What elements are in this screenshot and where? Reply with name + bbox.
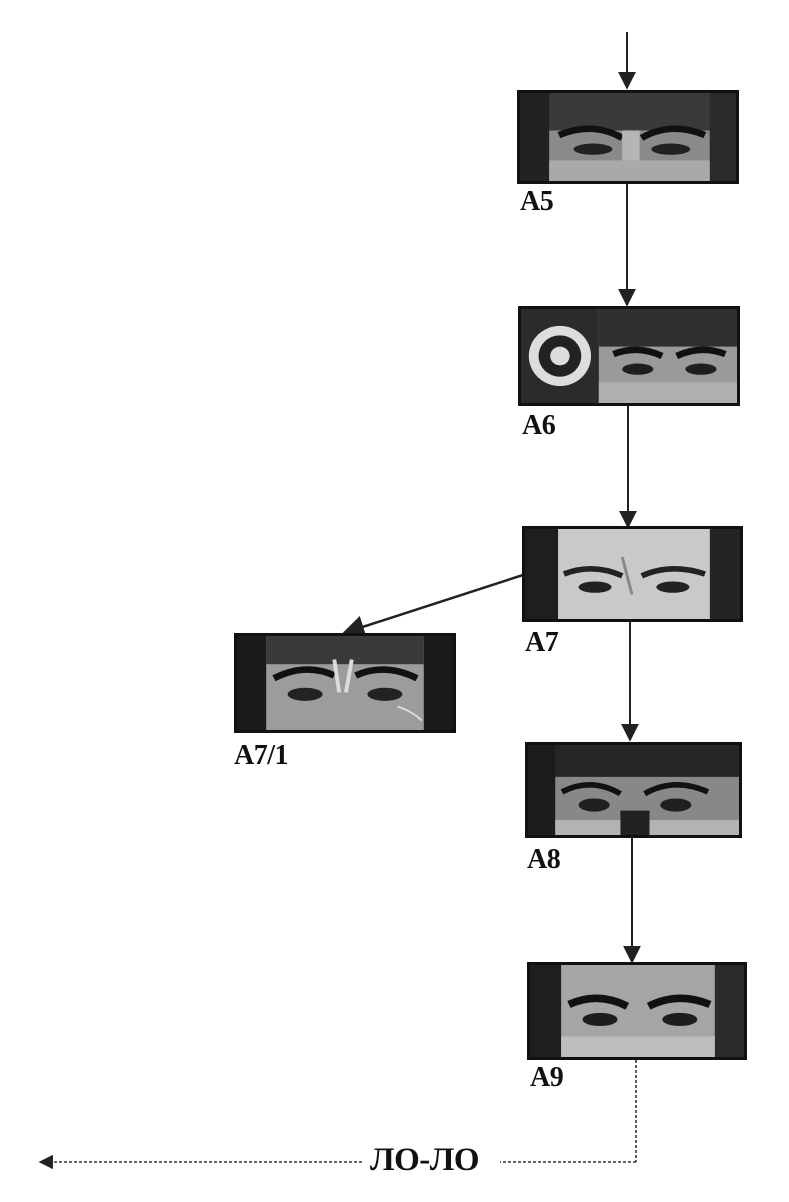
eye-photo-a7	[522, 526, 743, 622]
node-label-a6: A6	[522, 410, 556, 441]
node-label-a7: A7	[525, 627, 559, 658]
terminal-label-lolo: ЛО-ЛО	[370, 1142, 480, 1178]
node-label-a7-1: A7/1	[234, 740, 289, 771]
eye-photo-a9	[527, 962, 747, 1060]
node-label-a8: A8	[527, 844, 561, 875]
eye-photo-a8	[525, 742, 742, 838]
edge-a7-a7-1	[341, 573, 524, 638]
node-label-a9: A9	[530, 1062, 564, 1093]
eye-photo-a6	[518, 306, 740, 406]
node-label-a5: A5	[520, 186, 554, 217]
eye-photo-a7-1	[234, 633, 456, 733]
eye-photo-a5	[517, 90, 739, 184]
